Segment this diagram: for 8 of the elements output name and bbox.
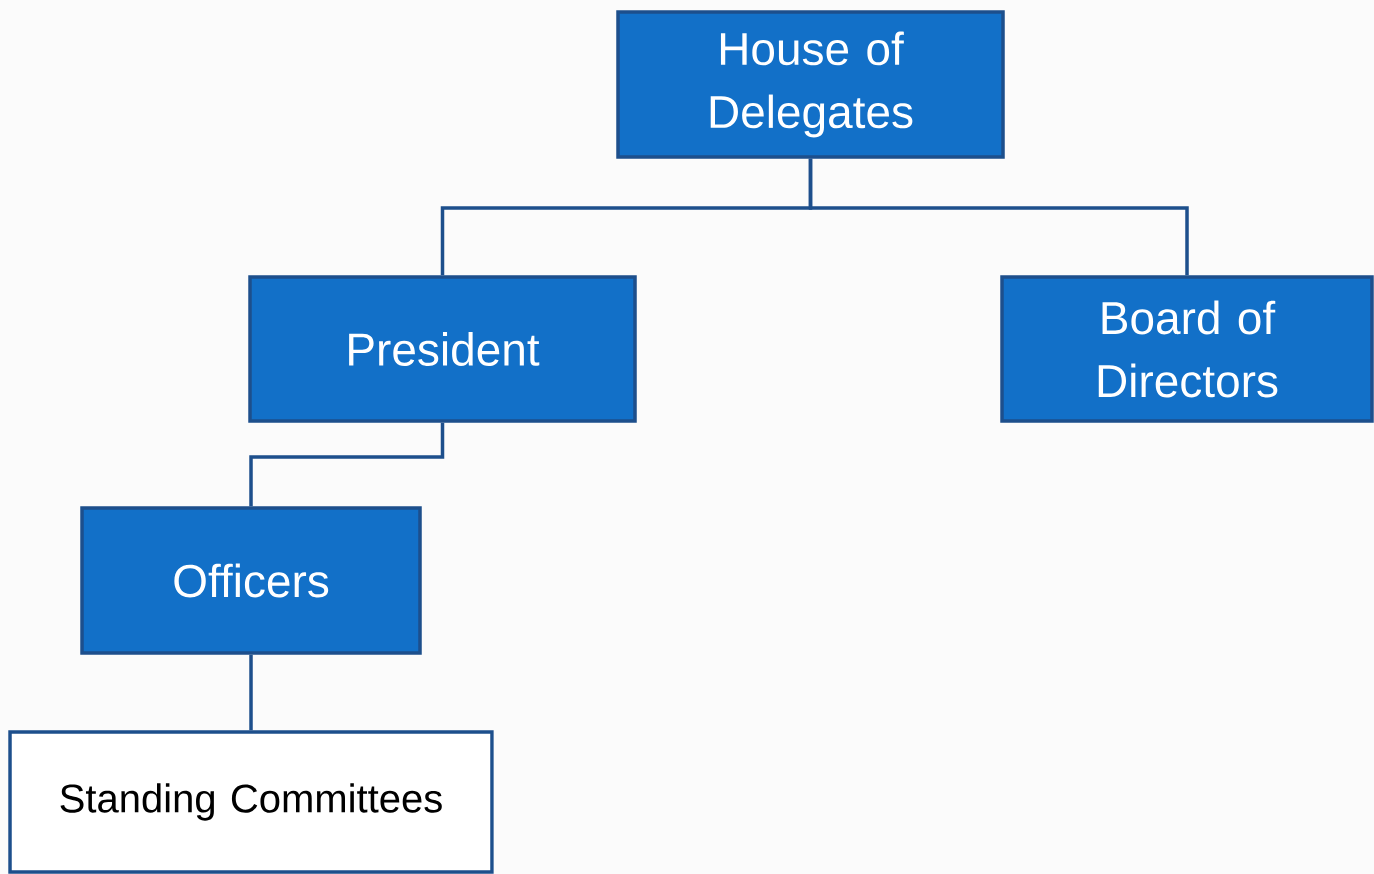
connector-line	[249, 422, 445, 507]
org-box: Board of Directors	[1000, 275, 1374, 423]
org-box: President	[248, 275, 637, 423]
connector-line	[808, 158, 1189, 276]
committee-box: Standing Committees	[8, 730, 494, 874]
org-box: House of Delegates	[616, 10, 1005, 159]
connector-line	[249, 654, 253, 731]
org-box: Officers	[80, 506, 422, 655]
